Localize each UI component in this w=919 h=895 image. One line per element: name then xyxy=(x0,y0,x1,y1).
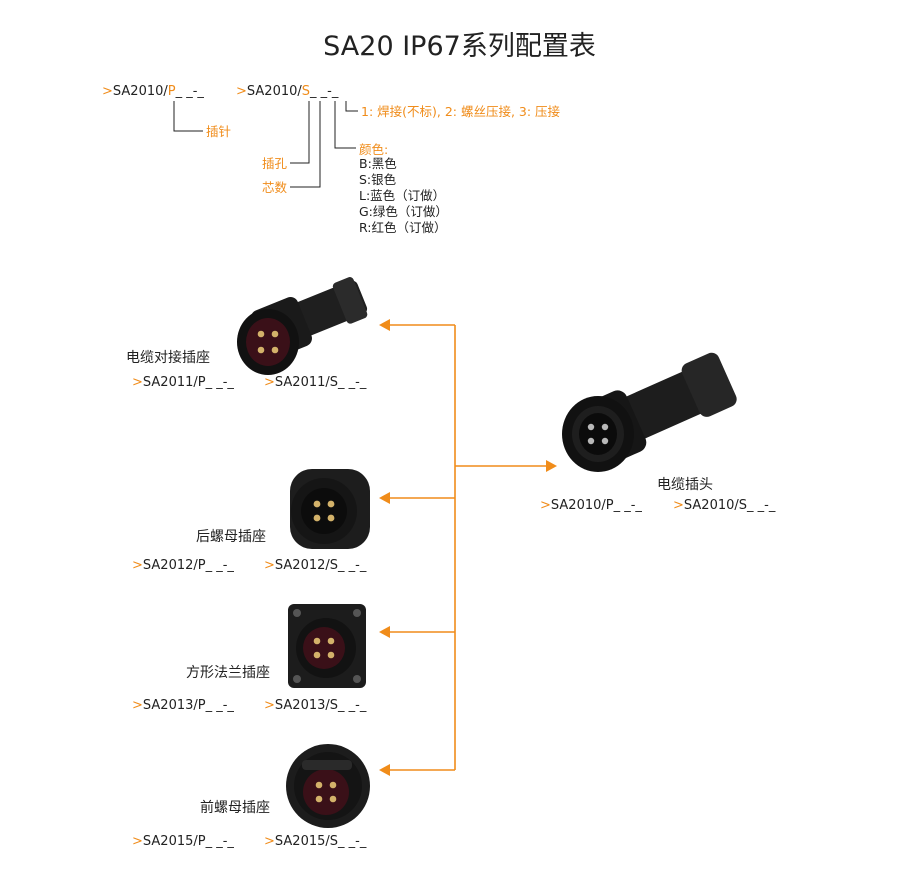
termination-note: 1: 焊接(不标), 2: 螺丝压接, 3: 压接 xyxy=(361,104,561,119)
color-leader xyxy=(334,101,356,149)
color-item: S:银色 xyxy=(359,172,397,187)
pin-leader xyxy=(173,101,203,132)
product-code-s: >SA2011/S_ _-_ xyxy=(264,375,367,390)
color-item: L:蓝色（订做） xyxy=(359,188,446,203)
product-code-p: >SA2011/P_ _-_ xyxy=(132,375,234,390)
main-product-name: 电缆插头 xyxy=(657,477,713,493)
arrow-left xyxy=(379,626,390,638)
socket-code-template: >SA2010/S_ _-_ xyxy=(236,84,339,99)
product-name: 电缆对接插座 xyxy=(126,350,210,366)
product-name: 方形法兰插座 xyxy=(186,665,270,681)
hole-label: 插孔 xyxy=(262,156,288,171)
product-code-s: >SA2013/S_ _-_ xyxy=(264,698,367,713)
cores-leader xyxy=(290,101,321,188)
product-name: 后螺母插座 xyxy=(196,529,266,545)
product-code-p: >SA2012/P_ _-_ xyxy=(132,558,234,573)
front-nut-socket-icon xyxy=(286,744,370,828)
pin-label: 插针 xyxy=(206,124,232,139)
main-code-p: >SA2010/P_ _-_ xyxy=(540,498,642,513)
product-code-p: >SA2015/P_ _-_ xyxy=(132,834,234,849)
color-title: 颜色: xyxy=(359,142,389,157)
arrow-right xyxy=(546,460,557,472)
plug-code-template: >SA2010/P_ _-_ xyxy=(102,84,204,99)
color-item: B:黑色 xyxy=(359,156,397,171)
legend-leader-lines xyxy=(173,101,358,188)
rear-nut-socket-icon xyxy=(290,469,370,549)
hole-leader xyxy=(290,101,310,164)
product-code-s: >SA2012/S_ _-_ xyxy=(264,558,367,573)
product-code-p: >SA2013/P_ _-_ xyxy=(132,698,234,713)
arrow-heads xyxy=(379,319,557,776)
square-flange-socket-icon xyxy=(288,604,366,688)
termination-leader xyxy=(345,101,358,112)
product-code-s: >SA2015/S_ _-_ xyxy=(264,834,367,849)
arrow-left xyxy=(379,492,390,504)
arrow-left xyxy=(379,319,390,331)
main-code-s: >SA2010/S_ _-_ xyxy=(673,498,776,513)
color-item: R:红色（订做） xyxy=(359,220,447,235)
cores-label: 芯数 xyxy=(262,180,288,195)
cable-coupler-icon xyxy=(237,277,368,375)
page-title: SA20 IP67系列配置表 xyxy=(323,31,596,62)
color-item: G:绿色（订做） xyxy=(359,204,448,219)
color-list: B:黑色 S:银色 L:蓝色（订做） G:绿色（订做） R:红色（订做） xyxy=(359,156,448,236)
product-name: 前螺母插座 xyxy=(200,800,270,816)
arrow-left xyxy=(379,764,390,776)
cable-plug-icon xyxy=(562,352,737,472)
arrow-lines xyxy=(388,324,548,771)
